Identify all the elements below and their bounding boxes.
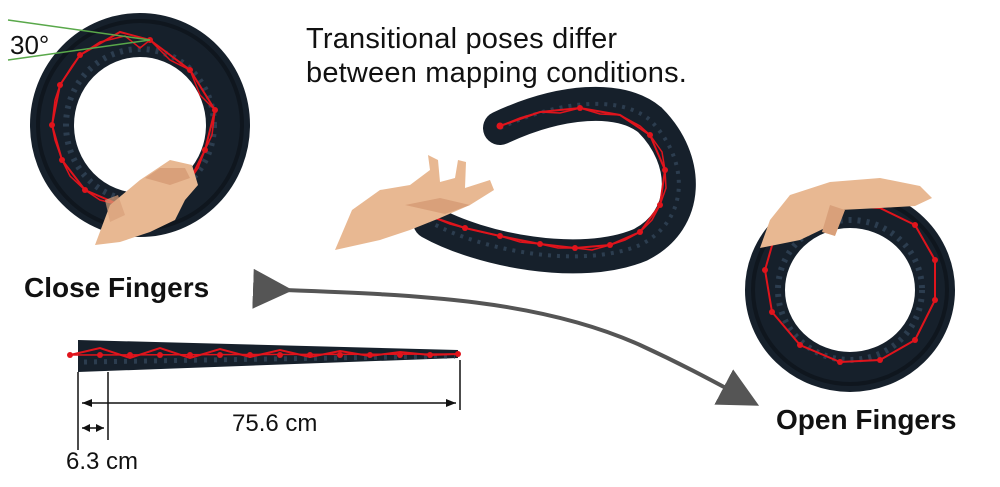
angle-guide-lines — [7, 19, 151, 61]
closed-hand-illustration — [95, 160, 198, 245]
caption-line-1: Transitional poses differ — [306, 23, 618, 55]
angle-label: 30° — [10, 30, 50, 60]
transitional-tentacle — [413, 86, 696, 274]
open-fingers-label: Open Fingers — [776, 404, 957, 435]
transition-double-arrow — [252, 268, 760, 406]
total-length-label: 75.6 cm — [232, 410, 318, 437]
half-open-hand-illustration — [335, 155, 494, 250]
base-width-label: 6.3 cm — [66, 448, 139, 475]
close-fingers-label: Close Fingers — [24, 272, 210, 303]
caption-line-2: between mapping conditions. — [306, 57, 688, 89]
straight-tentacle — [67, 340, 461, 372]
dimension-lines — [77, 360, 461, 450]
open-hand-illustration — [760, 178, 932, 248]
